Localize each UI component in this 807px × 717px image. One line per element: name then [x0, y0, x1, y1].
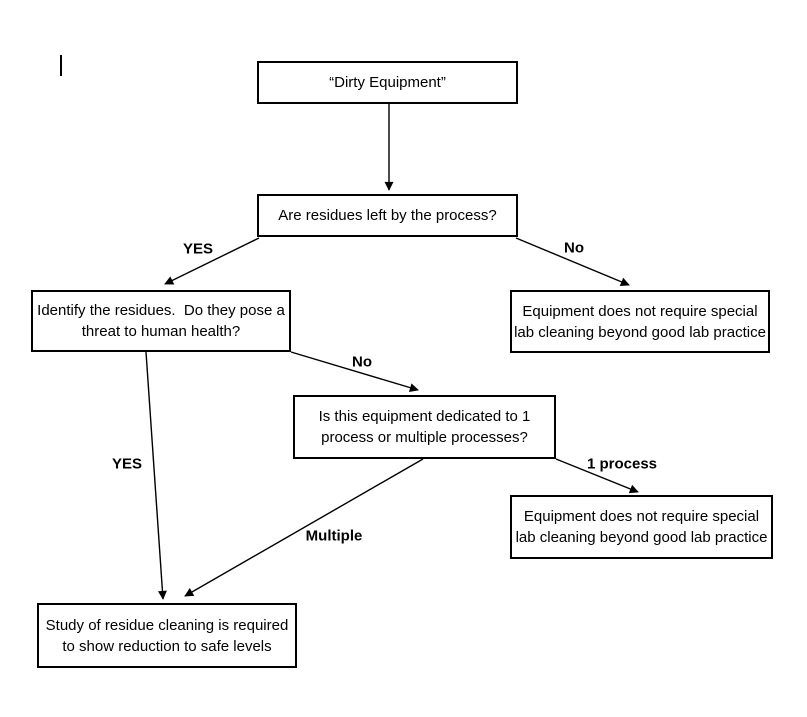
text-caret — [60, 55, 62, 76]
arrow-yes-to-study-required — [145, 351, 167, 600]
edge-label-no-threat: No — [352, 353, 372, 371]
flowchart-node-dedicated-question: Is this equipment dedicated to 1 process… — [293, 395, 556, 459]
node-text-no-special-cleaning-bottom: Equipment does not require special lab c… — [515, 508, 768, 546]
edge-label-one-process: 1 process — [586, 455, 658, 473]
node-text-residues-question: Are residues left by the process? — [278, 207, 497, 224]
edge-label-yes-residues: YES — [182, 240, 214, 258]
flowchart-node-identify-residues: Identify the residues. Do they pose a th… — [31, 290, 291, 352]
edge-label-yes-threat: YES — [111, 455, 143, 473]
node-text-study-required: Study of residue cleaning is required to… — [45, 616, 289, 655]
edge-label-multiple: Multiple — [305, 527, 363, 545]
arrow-yes-to-identify-residues — [164, 237, 260, 285]
arrow-multiple-to-study-required — [184, 458, 424, 597]
edge-label-no-residues: No — [564, 239, 584, 257]
flowchart-node-study-required: Study of residue cleaning is required to… — [37, 603, 297, 668]
flowchart-node-residues-question: Are residues left by the process? — [257, 194, 518, 237]
node-text-dedicated-question: Is this equipment dedicated to 1 process… — [318, 408, 531, 446]
node-text-dirty-equipment: “Dirty Equipment” — [329, 74, 446, 91]
flowchart-node-no-special-cleaning-top: Equipment does not require special lab c… — [510, 290, 770, 353]
arrow-no-to-dedicated-question — [290, 351, 419, 392]
flowchart-node-dirty-equipment: “Dirty Equipment” — [257, 61, 518, 104]
flowchart-node-no-special-cleaning-bottom: Equipment does not require special lab c… — [510, 495, 773, 559]
node-text-identify-residues: Identify the residues. Do they pose a th… — [37, 302, 285, 340]
arrow-no-to-no-special-cleaning-top — [515, 237, 630, 287]
node-text-no-special-cleaning-top: Equipment does not require special lab c… — [514, 302, 766, 341]
arrow-one-process-to-no-special-cleaning-bottom — [555, 458, 639, 494]
